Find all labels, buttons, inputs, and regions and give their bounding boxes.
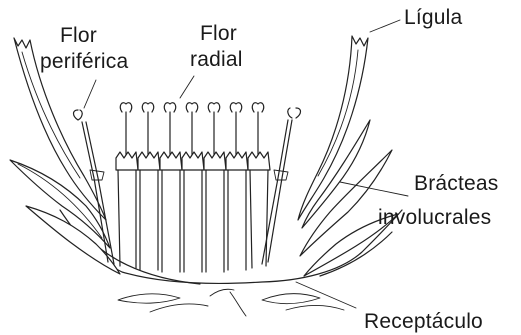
- label-ligula: Lígula: [404, 6, 463, 29]
- label-bracteas-line1: Brácteas: [414, 172, 498, 195]
- label-bracteas-line2: involucrales: [378, 206, 491, 229]
- disc-floret: [116, 103, 138, 268]
- disc-floret: [138, 103, 160, 270]
- disc-floret: [248, 103, 270, 268]
- disc-floret: [160, 103, 182, 272]
- disc-florets: [116, 103, 270, 272]
- involucral-bracts-right: [300, 120, 398, 276]
- label-flor-periferica-line2: periférica: [40, 50, 128, 73]
- disc-floret: [204, 103, 226, 272]
- label-flor-radial-line2: radial: [190, 48, 243, 71]
- leader-line-flor-radial: [180, 76, 194, 98]
- label-flor-radial-line1: Flor: [200, 22, 237, 45]
- disc-floret: [226, 103, 248, 270]
- disc-floret: [182, 103, 204, 272]
- label-flor-periferica-line1: Flor: [60, 24, 97, 47]
- label-receptaculo: Receptáculo: [364, 310, 483, 333]
- leader-line-receptaculo: [296, 282, 356, 308]
- leader-line-flor-periferica: [84, 80, 96, 108]
- leader-line-ligula: [370, 20, 400, 32]
